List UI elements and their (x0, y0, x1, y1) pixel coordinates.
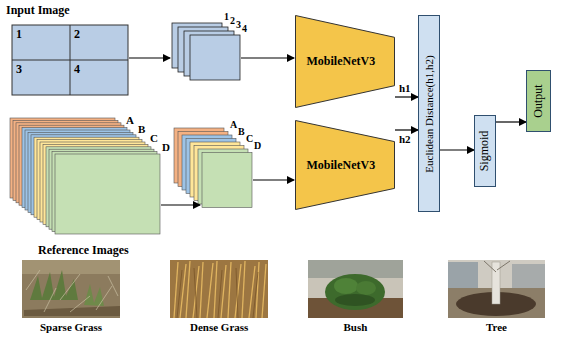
trapezoid-shape (296, 16, 395, 108)
node-label: Euclidean Distance(h1,h2) (423, 55, 435, 172)
photo-dense-grass (170, 260, 268, 318)
text-label: 1 (224, 11, 229, 22)
trapezoid-shape (296, 121, 395, 210)
photo-sparse-grass (22, 260, 120, 318)
input-grid (12, 25, 128, 95)
connector-arrow (395, 96, 418, 97)
node-label: Output (532, 84, 545, 117)
connector-arrow (440, 149, 474, 150)
node-label: MobileNetV3 (307, 55, 376, 68)
text-label: Dense Grass (190, 321, 248, 333)
text-label: Tree (486, 321, 507, 333)
text-label: C (246, 133, 253, 144)
text-label: 2 (230, 15, 235, 26)
encoder-trapezoid: MobileNetV3 (295, 15, 395, 108)
text-label: B (238, 126, 245, 137)
connector-arrow (395, 129, 418, 130)
text-label: 3 (236, 19, 241, 30)
connector-arrow (496, 121, 526, 122)
text-label: D (162, 141, 170, 153)
text-label: D (254, 140, 261, 151)
text-label: A (126, 114, 134, 126)
output-box: Output (526, 70, 551, 132)
reference-tile-stack (174, 128, 252, 208)
edge-label: h1 (399, 82, 411, 94)
node-label: MobileNetV3 (307, 159, 376, 172)
text-label: Sparse Grass (40, 321, 102, 333)
text-label: 2 (74, 28, 80, 41)
text-label: A (230, 119, 237, 130)
text-label: 3 (16, 63, 22, 76)
text-label: 4 (74, 63, 80, 76)
node-label: Sigmoid (478, 131, 491, 172)
text-label: Input Image (6, 4, 70, 17)
text-label: C (150, 132, 158, 144)
text-label: B (138, 123, 145, 135)
encoder-trapezoid: MobileNetV3 (295, 120, 395, 210)
sigmoid-box: Sigmoid (474, 115, 496, 187)
photo-bush (308, 260, 403, 318)
photo-tree (448, 260, 545, 318)
text-label: 1 (16, 28, 22, 41)
text-label: Reference Images (38, 244, 129, 257)
flow-arrows (129, 58, 294, 205)
distance-box: Euclidean Distance(h1,h2) (418, 15, 440, 212)
tile-stack (172, 23, 240, 80)
text-label: 4 (242, 23, 247, 34)
reference-stack (10, 118, 160, 234)
text-label: Bush (344, 321, 368, 333)
edge-label: h2 (399, 133, 411, 145)
